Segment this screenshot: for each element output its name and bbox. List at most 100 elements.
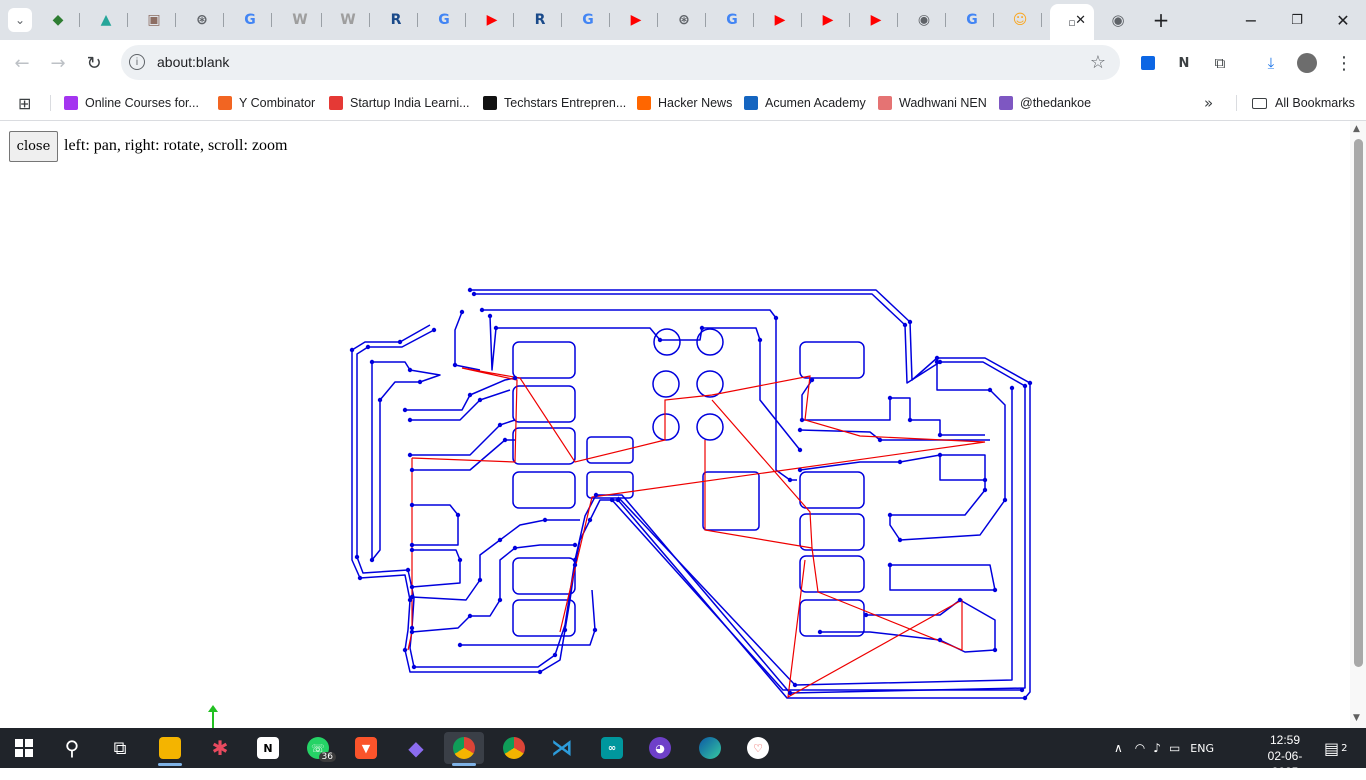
tab-5[interactable]: W [278, 6, 322, 34]
direction-marker [957, 597, 963, 603]
direction-marker [407, 452, 413, 458]
tray-overflow-icon[interactable]: ∧ [1114, 741, 1123, 755]
scroll-thumb[interactable] [1354, 139, 1363, 667]
tab-11[interactable]: G [566, 6, 610, 34]
taskbar-obsidian[interactable]: ◆ [396, 732, 436, 764]
new-tab-button[interactable]: + [1152, 8, 1170, 32]
bookmark-star-icon[interactable]: ☆ [1089, 52, 1106, 73]
tab-1[interactable]: ▲ [84, 6, 128, 34]
bookmark-label: @thedankoe [1020, 96, 1092, 110]
taskbar-file-explorer[interactable] [150, 732, 190, 766]
taskbar-brave[interactable]: ▼ [346, 732, 386, 764]
direction-marker [467, 287, 473, 293]
direction-marker [902, 322, 908, 328]
apps-grid-icon[interactable]: ⊞ [18, 93, 32, 113]
chrome-icon: ◉ [917, 12, 931, 28]
notification-center[interactable]: ▤ 2 [1324, 728, 1348, 768]
search-button[interactable]: ⚲ [52, 732, 92, 764]
taskbar-arduino[interactable]: ∞ [592, 732, 632, 764]
taskbar-chrome-1[interactable] [444, 732, 484, 766]
tab-18[interactable]: ◉ [902, 6, 946, 34]
bookmark-3[interactable]: Techstars Entrepren... [483, 93, 626, 113]
direction-marker [409, 467, 415, 473]
direction-marker [1027, 380, 1033, 386]
tab-7[interactable]: R [374, 6, 418, 34]
tab-chrome[interactable]: ◉ [1096, 6, 1140, 34]
taskbar-app-heart[interactable]: ♡ [738, 732, 778, 764]
tab-8[interactable]: G [422, 6, 466, 34]
volume-icon[interactable]: ♪ [1153, 741, 1161, 755]
forward-button[interactable]: → [50, 52, 66, 74]
bookmark-2[interactable]: Startup India Learni... [329, 93, 470, 113]
notion-extension-icon[interactable]: N [1178, 55, 1190, 71]
pcb-toolpath-viewer[interactable] [0, 121, 1350, 728]
maximize-button[interactable]: ❐ [1291, 12, 1303, 28]
tab-13[interactable]: ⊛ [662, 6, 706, 34]
tab-15[interactable]: ▶ [758, 6, 802, 34]
google-icon: G [726, 12, 738, 28]
notification-count: 2 [1341, 742, 1348, 754]
tab-16[interactable]: ▶ [806, 6, 850, 34]
taskbar-notion[interactable]: N [248, 732, 288, 764]
direction-marker [457, 642, 463, 648]
task-view-button[interactable]: ⧉ [100, 732, 140, 764]
extensions-puzzle-icon[interactable]: ⧉ [1214, 54, 1226, 72]
tab-4[interactable]: G [228, 6, 272, 34]
bookmark-0[interactable]: Online Courses for... [64, 93, 199, 113]
taskbar-github[interactable]: ◕ [640, 732, 680, 764]
taskbar-whatsapp[interactable]: ☏36 [298, 732, 338, 764]
taskbar-chrome-2[interactable] [494, 732, 534, 764]
close-button[interactable]: close [9, 131, 58, 162]
reload-button[interactable]: ↻ [86, 52, 102, 74]
battery-icon[interactable]: ▭ [1168, 741, 1181, 755]
download-icon[interactable]: ⤓ [1267, 54, 1275, 72]
tab-6[interactable]: W [326, 6, 370, 34]
tab-17[interactable]: ▶ [854, 6, 898, 34]
taskbar-vscode[interactable]: ⋊ [542, 732, 582, 764]
bookmark-4[interactable]: Hacker News [637, 93, 732, 113]
scroll-down-icon[interactable]: ▼ [1353, 713, 1360, 723]
menu-kebab-icon[interactable]: ⋮ [1335, 52, 1353, 74]
tab-search-icon[interactable]: ⌄ [8, 8, 32, 32]
page-scrollbar[interactable]: ▲ ▼ [1350, 121, 1366, 728]
address-bar[interactable]: i about:blank ☆ [121, 45, 1120, 80]
tab-active-about-blank[interactable]: ▫ ✕ [1050, 4, 1094, 40]
bookmarks-overflow-icon[interactable]: » [1204, 94, 1214, 112]
direction-marker [502, 437, 508, 443]
network-icon[interactable]: ◠ [1134, 741, 1146, 755]
acumen-icon [744, 96, 758, 110]
direction-marker [907, 417, 913, 423]
tab-9[interactable]: ▶ [470, 6, 514, 34]
tab-separator [369, 13, 370, 27]
tab-20[interactable]: ☺ [998, 6, 1042, 34]
bookmark-5[interactable]: Acumen Academy [744, 93, 866, 113]
bookmark-1[interactable]: Y Combinator [218, 93, 315, 113]
tab-19[interactable]: G [950, 6, 994, 34]
direction-marker [797, 467, 803, 473]
start-button[interactable] [4, 732, 44, 764]
tab-2[interactable]: ▣ [132, 6, 176, 34]
minimize-button[interactable]: − [1244, 10, 1258, 30]
tab-3[interactable]: ⊛ [180, 6, 224, 34]
profile-avatar[interactable] [1295, 51, 1319, 75]
language-indicator[interactable]: ENG [1190, 741, 1214, 755]
scroll-up-icon[interactable]: ▲ [1353, 124, 1360, 134]
taskbar-app-star[interactable]: ✱ [200, 732, 240, 764]
tab-10[interactable]: R [518, 6, 562, 34]
site-info-icon[interactable]: i [129, 54, 145, 70]
tab-close-icon[interactable]: ✕ [1075, 12, 1086, 27]
trello-extension-icon[interactable] [1136, 51, 1160, 75]
tab-separator [561, 13, 562, 27]
all-bookmarks-button[interactable]: All Bookmarks [1252, 93, 1355, 113]
system-clock[interactable]: 12:59 02-06-2025 [1255, 732, 1315, 780]
tab-14[interactable]: G [710, 6, 754, 34]
tab-separator [945, 13, 946, 27]
back-button[interactable]: ← [14, 52, 30, 74]
window-close-button[interactable]: ✕ [1336, 10, 1350, 30]
tab-12[interactable]: ▶ [614, 6, 658, 34]
tab-0[interactable]: ◆ [36, 6, 80, 34]
bookmark-7[interactable]: @thedankoe [999, 93, 1091, 113]
taskbar-edge[interactable] [690, 732, 730, 764]
bookmark-6[interactable]: Wadhwani NEN [878, 93, 987, 113]
travel-path-1 [411, 367, 986, 633]
